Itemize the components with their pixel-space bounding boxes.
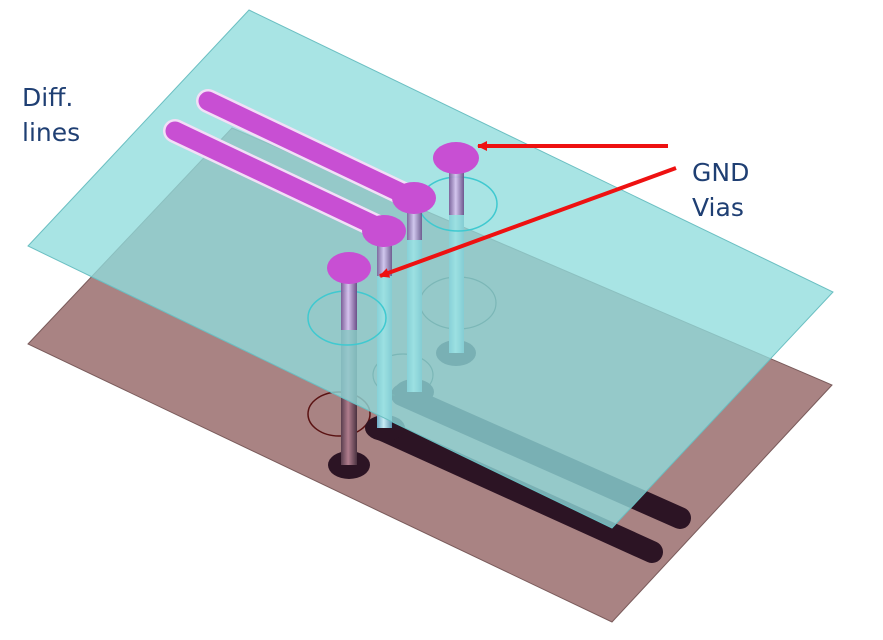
via-top-pad-3 xyxy=(392,182,436,214)
via-barrel-top-1 xyxy=(341,270,357,330)
via-top-pad-2 xyxy=(362,215,406,247)
gnd-vias-label-2: Vias xyxy=(692,193,744,222)
bottom-trace-1 xyxy=(367,417,663,563)
diff-lines-label-2: lines xyxy=(22,118,81,147)
gnd-vias-label-1: GND xyxy=(692,158,750,187)
top-trace-2-fill xyxy=(165,121,390,238)
diff-lines-label-1: Diff. xyxy=(22,83,74,112)
top-plane xyxy=(27,9,834,529)
via-top-pad-4 xyxy=(433,142,479,174)
arrow-right-icon-2 xyxy=(379,166,677,278)
via-top-pad-1 xyxy=(327,252,371,284)
top-trace-1-fill xyxy=(198,91,422,208)
